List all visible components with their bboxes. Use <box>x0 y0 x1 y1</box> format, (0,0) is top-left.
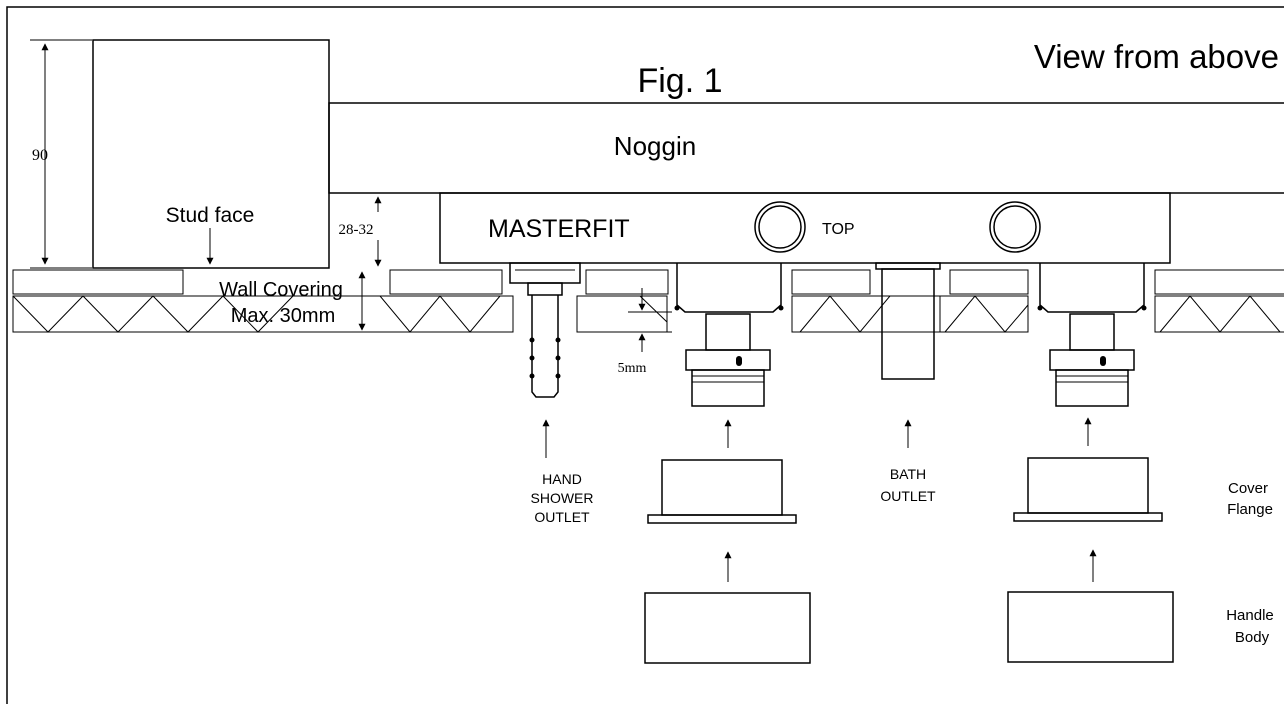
masterfit-body <box>439 192 1171 264</box>
bath-outlet-label-2: OUTLET <box>880 488 936 504</box>
figure-title: Fig. 1 <box>637 62 722 100</box>
top-label: TOP <box>822 221 855 238</box>
cover-flange-right <box>1013 457 1163 522</box>
left-valve <box>674 263 784 407</box>
stud <box>92 39 330 269</box>
handle-body-left <box>644 592 811 664</box>
hand-shower-label-1: HAND <box>542 471 582 487</box>
right-valve <box>1037 263 1147 407</box>
cover-flange-left <box>647 459 797 524</box>
masterfit-label: MASTERFIT <box>488 215 630 243</box>
noggin-label: Noggin <box>614 131 696 161</box>
cover-flange-label-2: Flange <box>1227 501 1273 518</box>
handle-body-right <box>1007 591 1174 663</box>
bath-outlet-label-1: BATH <box>890 466 926 482</box>
hand-shower-label-3: OUTLET <box>534 509 590 525</box>
noggin <box>328 102 1284 194</box>
protrusion-value: 5mm <box>618 361 647 376</box>
gap-value: 28-32 <box>339 222 374 238</box>
stud-depth-value: 90 <box>32 147 48 164</box>
view-label: View from above <box>1034 38 1279 75</box>
stud-face-label: Stud face <box>166 204 255 227</box>
dimension-stud-depth <box>30 39 92 269</box>
assembly-arrows <box>542 417 1097 582</box>
handle-body-label-2: Body <box>1235 629 1270 646</box>
dimension-protrusion <box>628 288 672 352</box>
bath-outlet-fitting <box>875 262 941 380</box>
wall-covering-label-2: Max. 30mm <box>231 305 335 327</box>
cover-flange-label-1: Cover <box>1228 480 1268 497</box>
handle-body-label-1: Handle <box>1226 607 1274 624</box>
wall-covering-label-1: Wall Covering <box>219 279 343 301</box>
wall-covering <box>12 269 1284 333</box>
hand-shower-outlet-fitting <box>509 262 581 398</box>
page-frame <box>6 6 1284 704</box>
hand-shower-label-2: SHOWER <box>531 490 594 506</box>
